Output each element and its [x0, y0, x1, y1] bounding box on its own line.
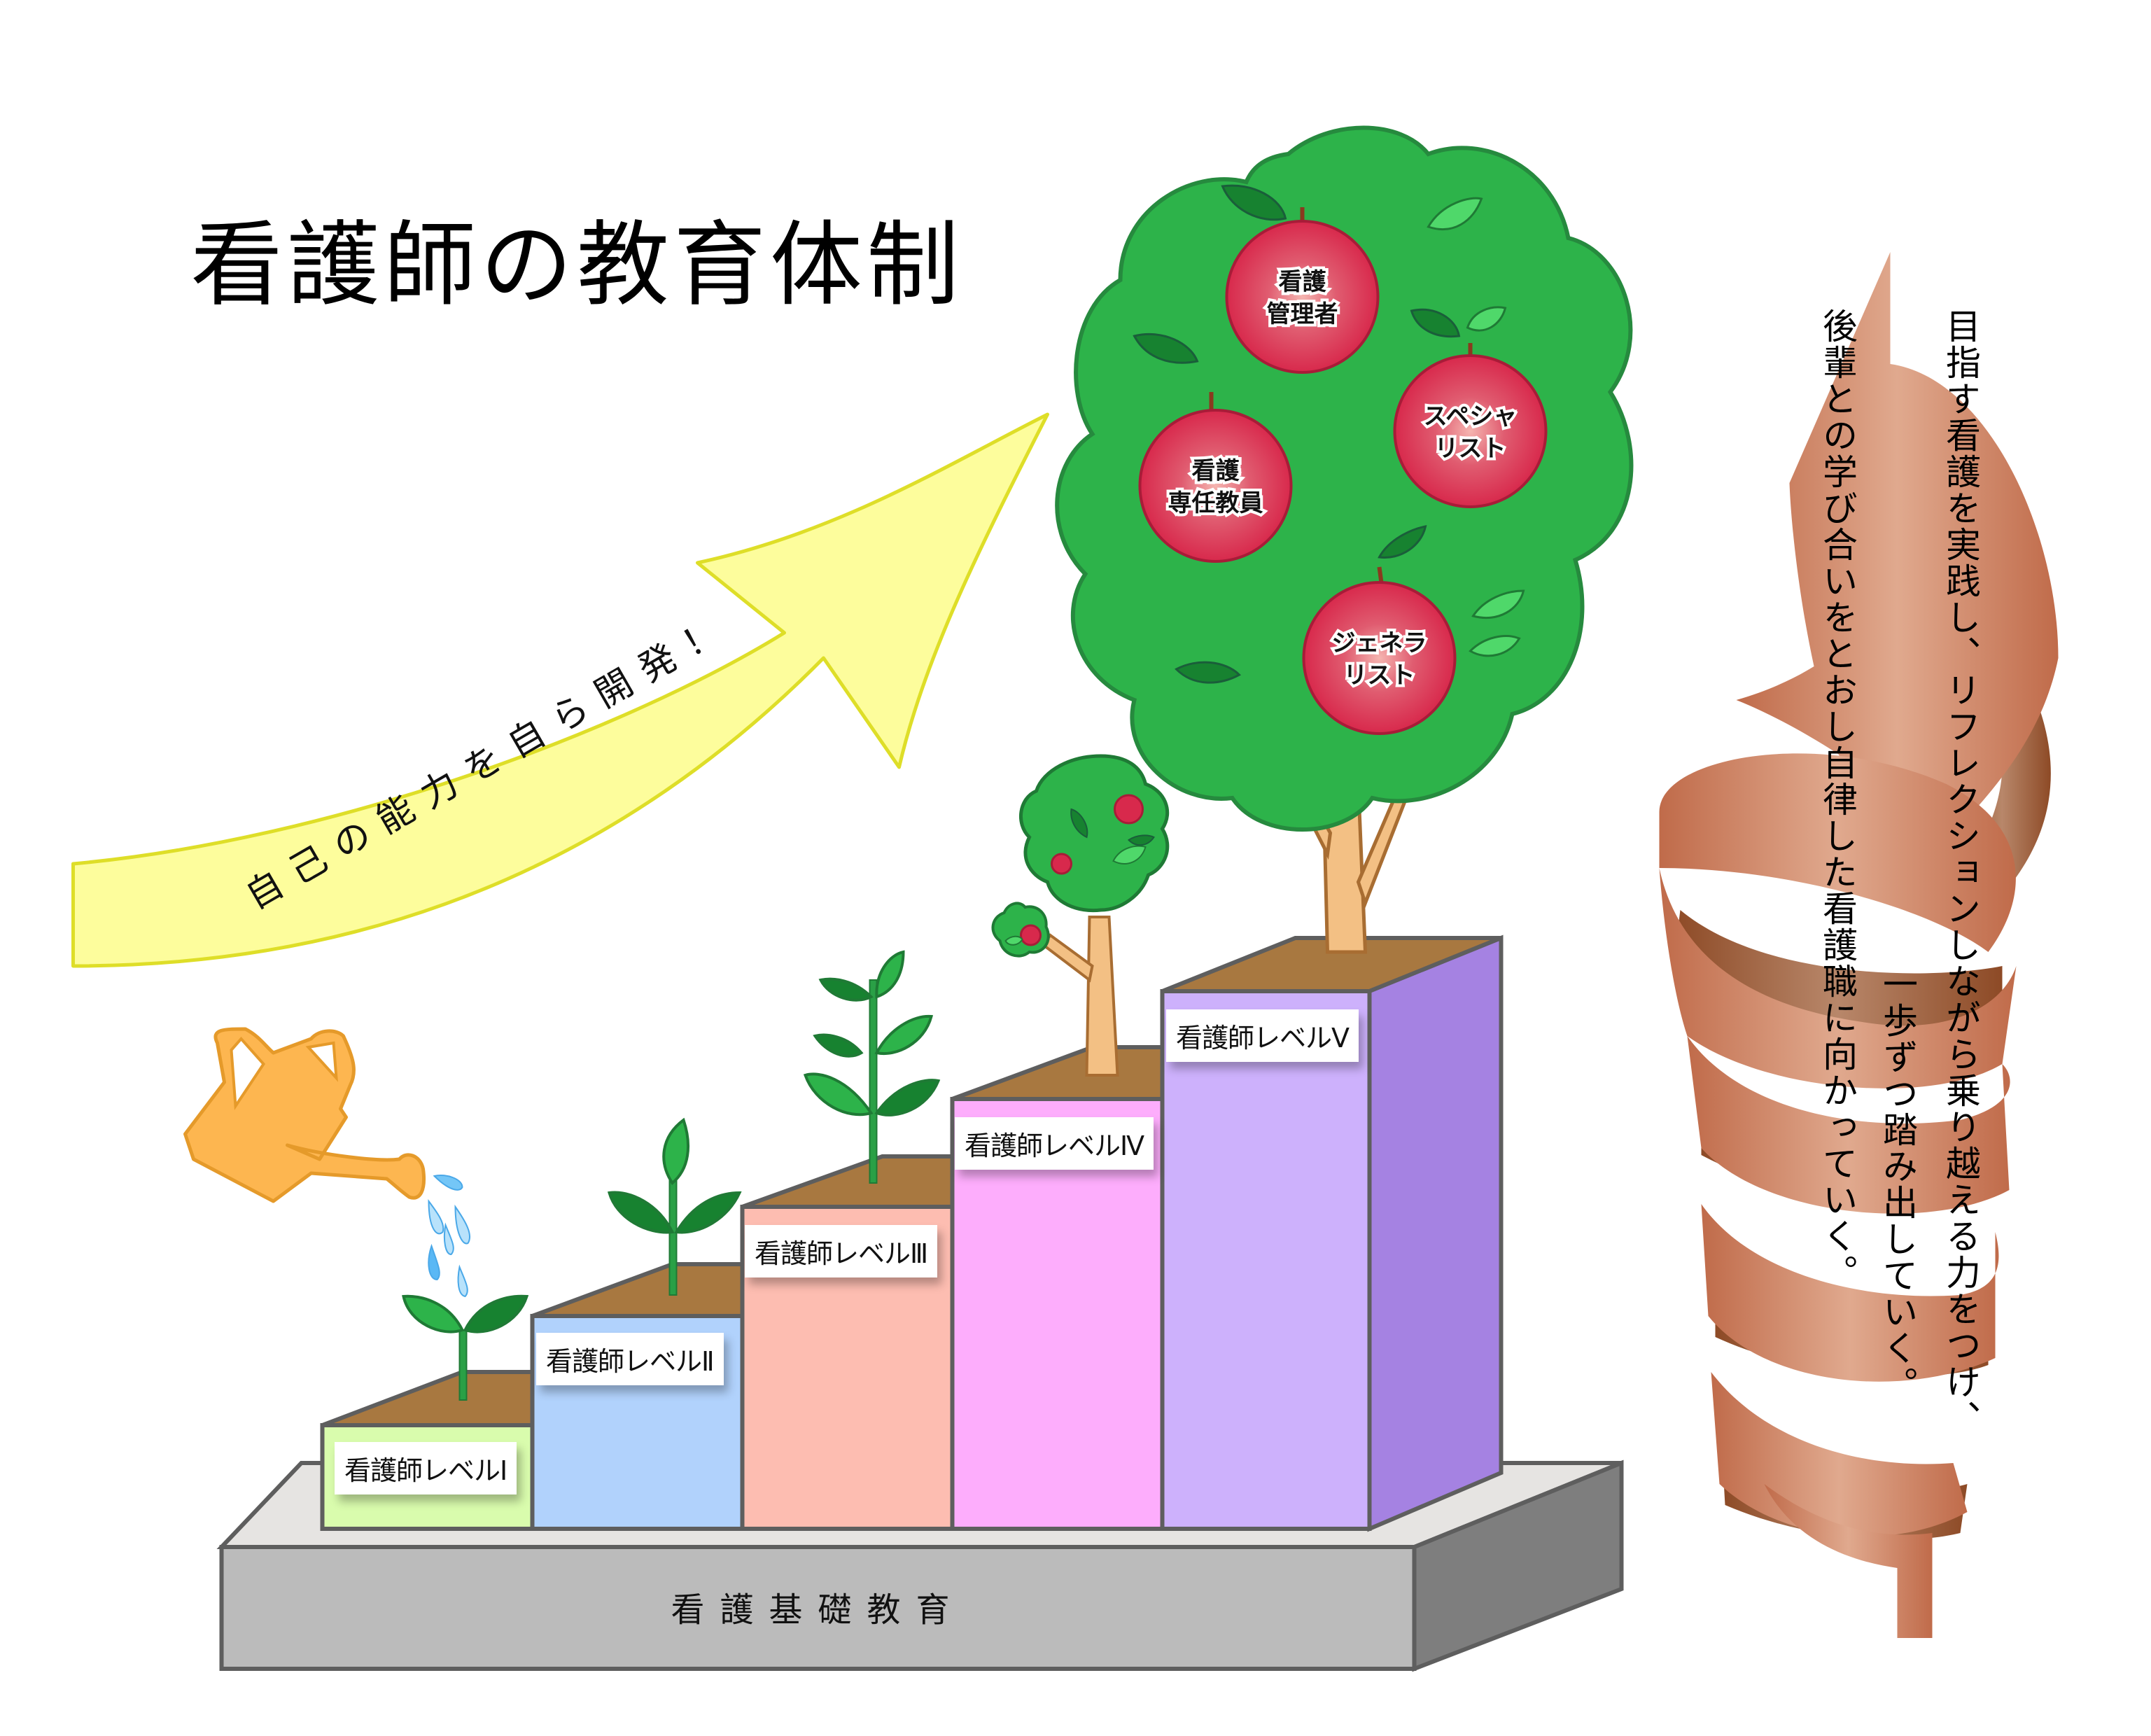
level-1-soil [321, 1370, 535, 1427]
apple-label-1a: 看護 [1279, 268, 1327, 296]
level-2-soil [531, 1262, 745, 1318]
leaf-dark-icon [1221, 184, 1287, 221]
level-3-label: 看護師レベルⅢ [745, 1225, 938, 1278]
apple-label-2b: リスト [1435, 435, 1506, 463]
apple-label-1b: 管理者 [1267, 300, 1338, 328]
level-4-soil [951, 1045, 1165, 1101]
base-label: 看護基礎教育 [671, 1590, 965, 1630]
base-front [219, 1545, 1417, 1671]
level-4-label: 看護師レベルⅣ [955, 1117, 1154, 1170]
apple-label-3b: 専任教員 [1168, 489, 1263, 517]
ribbon-text-mutual-learning: 後輩との学び合いをとおし自律した看護職に向かっていく。 [1817, 308, 1858, 1291]
young-plant-icon [803, 950, 941, 1184]
growth-arrow: 自己の能力を自ら開発！ [71, 412, 1049, 968]
leaf-light-icon [1427, 197, 1483, 230]
level-4-block [950, 1097, 1165, 1531]
water-drops-icon [428, 1175, 471, 1298]
seedling-icon [607, 1117, 742, 1296]
apple-specialist: スペシャ リスト [1393, 343, 1548, 508]
apple-generalist: ジェネラ リスト [1302, 566, 1457, 735]
level-5-block [1160, 989, 1372, 1531]
apple-label-4a: ジェネラ [1332, 629, 1427, 657]
spiral-ribbon [1659, 252, 2059, 1638]
apple-label-3a: 看護 [1192, 457, 1240, 485]
ribbon-text-step-forward: 一歩ずつ踏み出していく。 [1877, 966, 1918, 1403]
watering-can-icon [183, 1027, 426, 1203]
level-3-soil [741, 1154, 955, 1209]
level-1-label: 看護師レベルⅠ [335, 1442, 517, 1494]
ribbon-text-practice: 目指す看護を実践し、リフレクションしながら乗り越える力をつけ、 [1940, 308, 1981, 1436]
small-tree-icon [991, 754, 1170, 1077]
apple-label-2a: スペシャ [1424, 402, 1518, 430]
level-5-side [1367, 934, 1504, 1532]
apple-nursing-manager: 看護 管理者 [1225, 207, 1380, 374]
arrow-shape [71, 412, 1049, 968]
apple-label-4b: リスト [1344, 662, 1415, 690]
apple-tree-icon [1055, 125, 1634, 954]
level-5-label: 看護師レベルⅤ [1166, 1009, 1359, 1062]
level-2-label: 看護師レベルⅡ [536, 1333, 724, 1385]
sprout-icon [402, 1294, 529, 1401]
apple-nursing-instructor: 看護 専任教員 [1138, 392, 1293, 563]
page-title: 看護師の教育体制 [190, 211, 963, 319]
